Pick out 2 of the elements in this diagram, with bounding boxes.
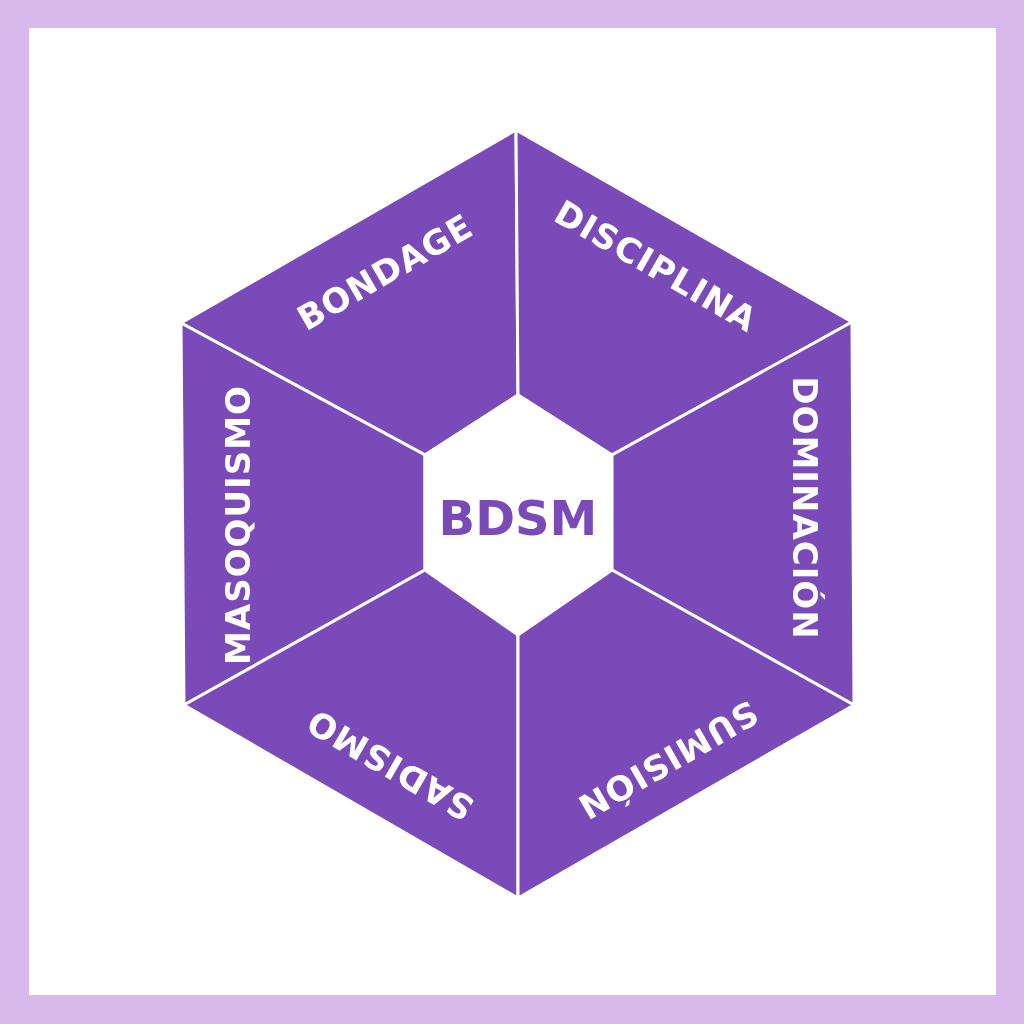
- center-label: BDSM: [438, 494, 598, 542]
- segment-label: MASOQUISMO: [221, 385, 255, 665]
